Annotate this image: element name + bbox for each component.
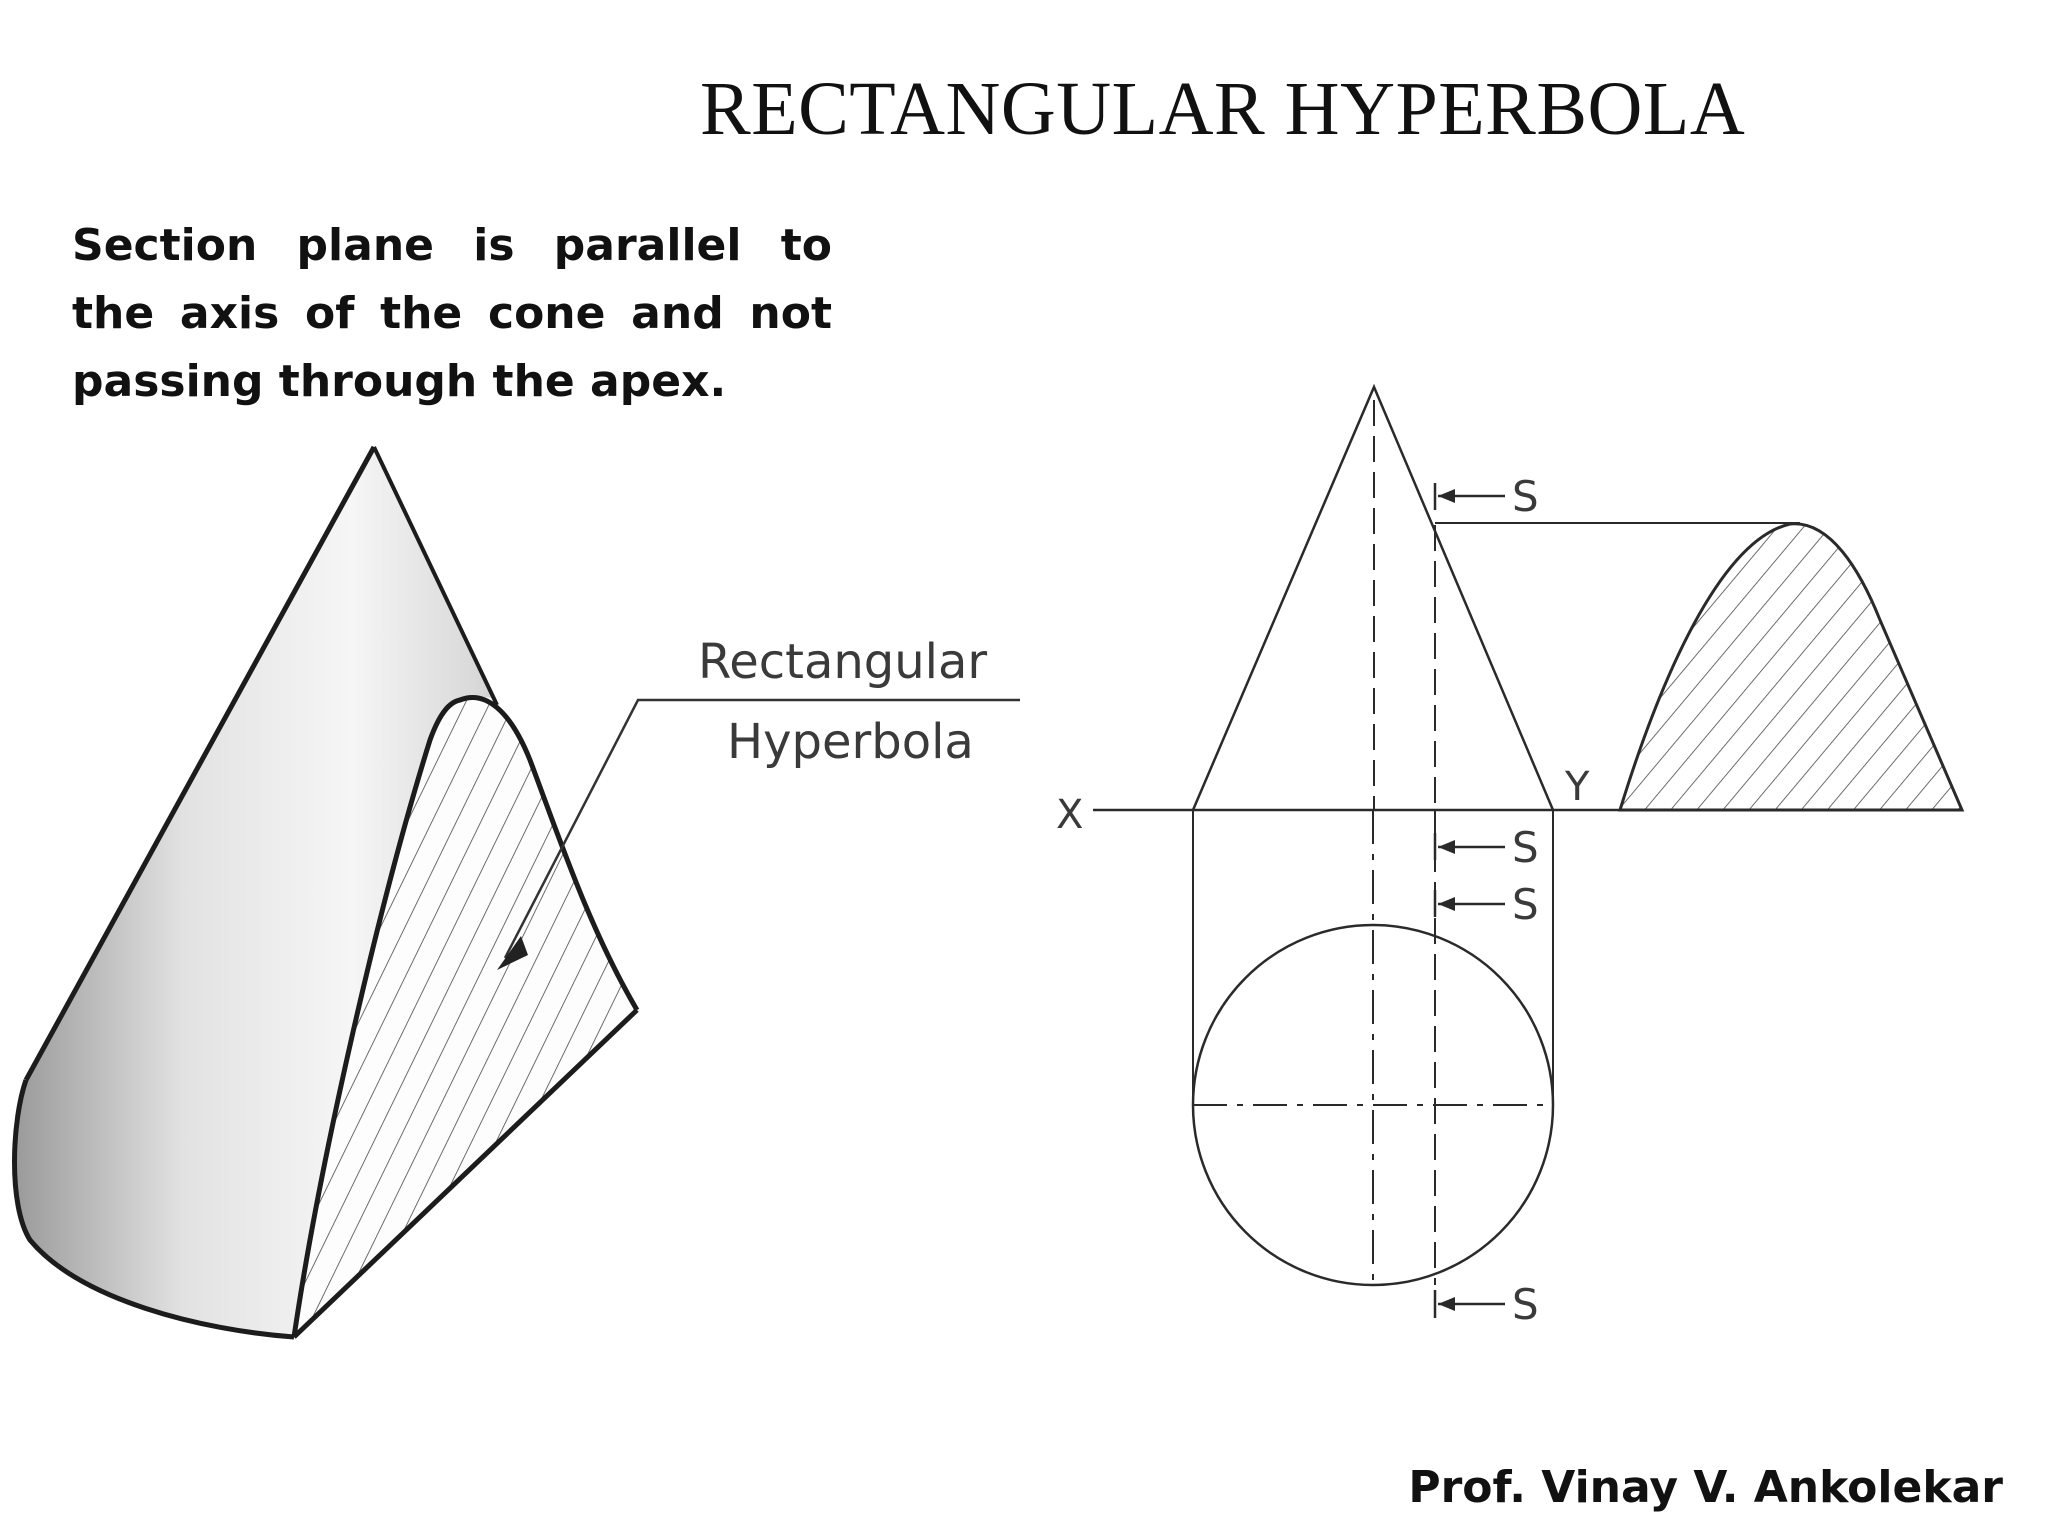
cone-generator-right (372, 446, 499, 706)
y-label: Y (1564, 764, 1590, 810)
callout-label-rectangular: Rectangular (698, 634, 987, 690)
side-view-hyperbola-face (1617, 522, 1965, 812)
section-label-bottom: S (1512, 1280, 1539, 1329)
orthographic-views: X Y S S S S (1056, 383, 1965, 1329)
callout-leader (503, 698, 1020, 959)
pictorial-cone: Rectangular Hyperbola (12, 445, 1020, 1340)
section-plane-base-edge (292, 1008, 639, 1339)
section-plane-description: Section plane is parallel to the axis of… (72, 220, 832, 407)
front-view-triangle (1191, 383, 1555, 811)
cone-outline (12, 1079, 295, 1340)
section-label-top-view-upper: S (1512, 880, 1539, 929)
callout-arrowhead (497, 936, 528, 970)
cone-body (14, 447, 497, 1337)
cone-generator-left (23, 445, 377, 1082)
hyperbola-curve (291, 695, 640, 1338)
author-credit: Prof. Vinay V. Ankolekar (1408, 1462, 2003, 1513)
callout-label-hyperbola: Hyperbola (727, 714, 974, 770)
section-label-top: S (1512, 472, 1539, 521)
section-label-xy: S (1512, 823, 1539, 872)
x-label: X (1056, 792, 1083, 838)
slide-title: RECTANGULAR HYPERBOLA (700, 67, 1746, 151)
